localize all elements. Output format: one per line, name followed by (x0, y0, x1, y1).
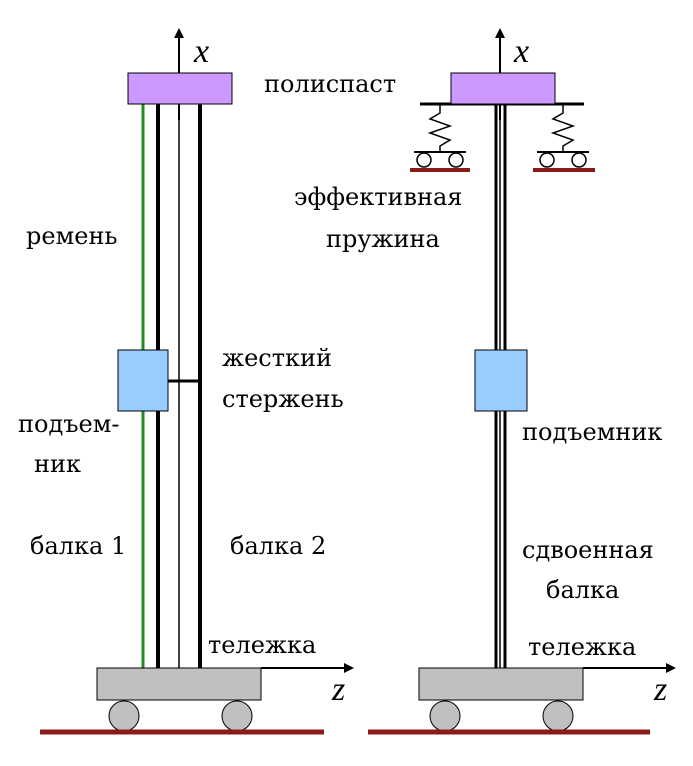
spring-roller (416, 152, 432, 168)
spring-label-line-1: эффективная (294, 183, 462, 211)
lift-carriage (474, 349, 528, 412)
spring-label-line-2: пружина (326, 225, 440, 253)
lift-label-line-2: ник (34, 450, 81, 478)
pulley-block (450, 72, 556, 105)
pulley-label: полиспаст (264, 70, 396, 98)
cart-wheel (108, 700, 140, 732)
double-beam-label-line-2: балка (546, 576, 619, 604)
cart (96, 667, 262, 701)
beam-1-label: балка 1 (30, 532, 126, 560)
right-diagram: x z эффективная пружина (294, 28, 676, 735)
left-x-axis-label: x (193, 33, 209, 70)
spring-roller (539, 152, 555, 168)
right-cart-label: тележка (528, 633, 636, 661)
cart-wheel (429, 700, 461, 732)
belt-label: ремень (26, 222, 118, 250)
right-x-axis-label: x (513, 33, 529, 70)
beam-2-label: балка 2 (230, 532, 326, 560)
right-z-axis-label: z (653, 671, 667, 708)
cart-wheel (542, 700, 574, 732)
rod-label-line-1: жесткий (222, 344, 332, 372)
cart (418, 667, 584, 701)
lift-carriage (117, 349, 169, 412)
cart-wheel (221, 700, 253, 732)
left-diagram: x z полиспаст ремень жесткий стержень по… (18, 28, 396, 735)
effective-spring (550, 104, 576, 152)
rod-label-line-2: стержень (222, 385, 344, 413)
spring-roller (571, 152, 587, 168)
effective-spring (427, 104, 453, 152)
spring-roller (448, 152, 464, 168)
lift-label-line-1: подъем- (18, 410, 119, 438)
pulley-block (127, 72, 233, 105)
left-cart-label: тележка (208, 631, 316, 659)
right-lift-label: подъемник (522, 418, 662, 446)
left-z-axis-label: z (331, 671, 345, 708)
double-beam-label-line-1: сдвоенная (522, 536, 654, 564)
